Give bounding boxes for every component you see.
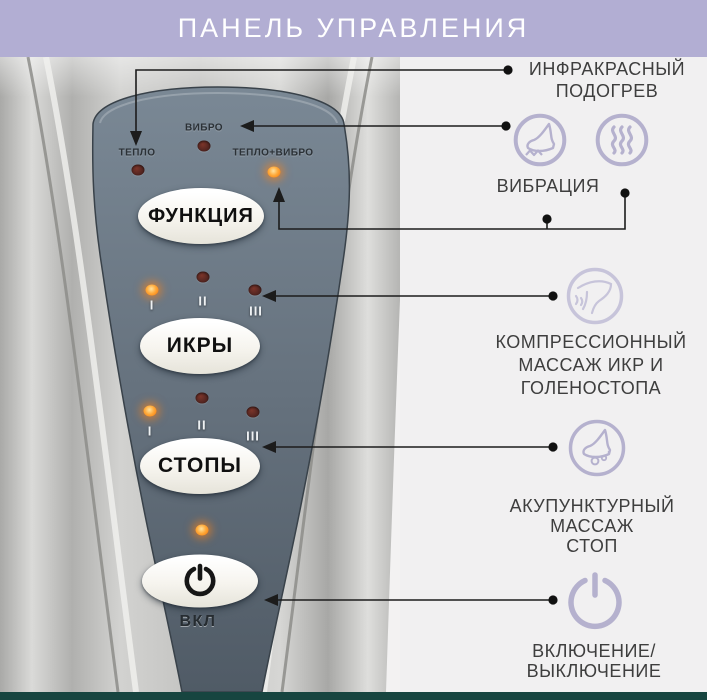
calves-led-3 (248, 284, 262, 296)
feet-button: СТОПЫ (140, 438, 260, 494)
calves-led-2 (196, 271, 210, 283)
acupuncture-massage-label: АКУПУНКТУРНЫЙ МАССАЖ СТОП (509, 496, 675, 556)
calves-level-3: III (249, 303, 263, 319)
footer-bar (0, 692, 707, 700)
vibration-label: ВИБРАЦИЯ (496, 176, 600, 196)
page-title: ПАНЕЛЬ УПРАВЛЕНИЯ (177, 13, 530, 43)
on-off-label: ВКЛЮЧЕНИЕ/ ВЫКЛЮЧЕНИЕ (526, 641, 662, 681)
compression-massage-icon (564, 265, 626, 327)
compression-massage-label: КОМПРЕССИОННЫЙ МАССАЖ ИКР И ГОЛЕНОСТОПА (495, 332, 687, 398)
power-led (195, 524, 209, 536)
heat-waves-icon (594, 112, 650, 168)
heat-indicator-label: ТЕПЛО (118, 147, 156, 159)
power-icon (562, 569, 628, 635)
function-button: ФУНКЦИЯ (138, 188, 264, 244)
foot-vibration-icon (512, 112, 568, 168)
massager-photo (0, 57, 400, 692)
vibro-led (197, 140, 211, 152)
left-groove (26, 57, 120, 692)
heat-vibro-indicator-label: ТЕПЛО+ВИБРО (232, 147, 314, 159)
feet-led-2 (195, 392, 209, 404)
calves-level-2: II (198, 293, 208, 309)
header-banner: ПАНЕЛЬ УПРАВЛЕНИЯ (0, 0, 707, 57)
calves-level-1: I (149, 297, 155, 313)
power-button-icon (182, 563, 218, 599)
feet-level-3: III (246, 428, 260, 444)
heat-vibro-led (267, 166, 281, 178)
heat-led (131, 164, 145, 176)
vibro-indicator-label: ВИБРО (185, 122, 223, 134)
power-button-label: ВКЛ (179, 613, 217, 630)
calves-button: ИКРЫ (140, 318, 260, 374)
power-button (142, 554, 258, 608)
feet-level-1: I (147, 423, 153, 439)
feet-led-3 (246, 406, 260, 418)
infrared-heating-label: ИНФРАКРАСНЫЙ ПОДОГРЕВ (528, 59, 686, 101)
calves-led-1 (145, 284, 159, 296)
feet-level-2: II (197, 417, 207, 433)
feet-led-1 (143, 405, 157, 417)
acupuncture-foot-icon (566, 417, 628, 479)
